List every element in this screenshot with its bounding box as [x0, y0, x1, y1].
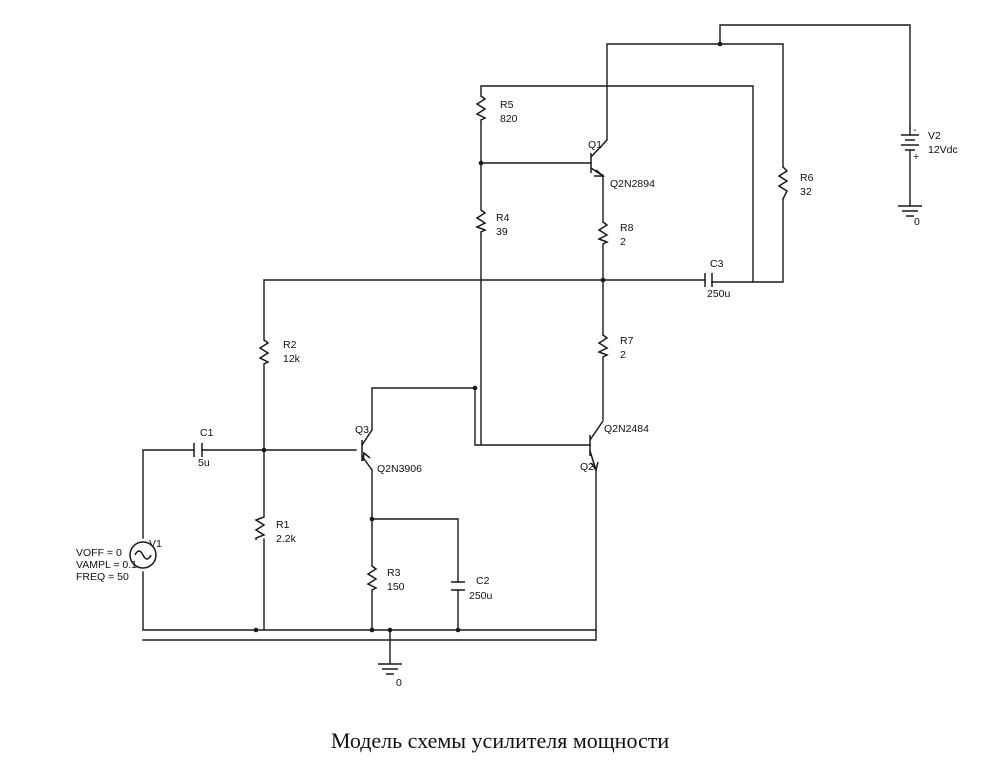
transistor-collector-lead — [590, 139, 608, 158]
junction-dot — [369, 516, 375, 522]
v1-freq: FREQ = 50 — [76, 571, 129, 583]
junctions — [253, 41, 723, 633]
c1-value: 5u — [198, 457, 210, 469]
v2-value: 12Vdc — [928, 144, 958, 156]
r2-ref: R2 — [283, 339, 297, 351]
resistor-r5: R5 820 — [475, 95, 518, 125]
r8-ref: R8 — [620, 222, 634, 234]
junction-dot — [600, 277, 606, 283]
wire-c3-left — [263, 279, 706, 341]
resistor-r2: R2 12k — [258, 339, 301, 365]
junction-dot — [369, 627, 375, 633]
v1-vampl: VAMPL = 0.1 — [76, 559, 137, 571]
q3-ref: Q3 — [355, 424, 369, 436]
capacitor-c2: C2 250u — [451, 575, 493, 602]
capacitor-c1: C1 5u — [193, 427, 214, 469]
r1-ref: R1 — [276, 519, 290, 531]
wire-q2-collector — [142, 469, 597, 641]
r3-value: 150 — [387, 581, 405, 593]
resistor-symbol — [597, 334, 609, 358]
resistor-r1: R1 2.2k — [254, 516, 297, 545]
resistor-symbol — [777, 166, 789, 200]
sine-wave-icon — [134, 550, 152, 560]
resistor-symbol — [258, 339, 270, 365]
source-v2: - + V2 12Vdc — [901, 124, 958, 163]
r4-ref: R4 — [496, 212, 510, 224]
ground-main: 0 — [378, 663, 402, 689]
resistor-symbol — [366, 565, 378, 591]
v1-voff: VOFF = 0 — [76, 547, 122, 559]
wire-r5-top — [480, 85, 754, 283]
wire-c1-in — [142, 449, 195, 539]
c1-ref: C1 — [200, 427, 214, 439]
wire-q1-collector-rail — [606, 43, 784, 168]
r6-value: 32 — [800, 186, 812, 198]
r7-ref: R7 — [620, 335, 634, 347]
resistor-symbol — [597, 221, 609, 245]
q2-ref: Q2 — [580, 461, 594, 473]
transistor-collector-lead — [361, 429, 373, 446]
wire-v1-gnd — [142, 571, 597, 631]
resistor-symbol — [475, 209, 487, 233]
transistor-q3: Q3 Q2N3906 — [355, 424, 422, 475]
wire-v2-top — [719, 24, 911, 129]
resistor-symbol — [254, 516, 266, 540]
r7-value: 2 — [620, 349, 626, 361]
resistor-r6: R6 32 — [777, 166, 814, 200]
r4-value: 39 — [496, 226, 508, 238]
wire-c2-top — [371, 518, 459, 583]
junction-dot — [472, 385, 478, 391]
r6-ref: R6 — [800, 172, 814, 184]
c2-ref: C2 — [476, 575, 490, 587]
junction-dot — [387, 627, 393, 633]
q1-ref: Q1 — [588, 139, 602, 151]
wire-r6-bottom — [711, 198, 784, 283]
c2-value: 250u — [469, 590, 493, 602]
ground-supply: 0 — [898, 205, 922, 228]
q2-model: Q2N2484 — [604, 423, 649, 435]
junction-dot — [253, 627, 259, 633]
v2-minus: - — [913, 124, 917, 136]
transistor-emitter-lead — [589, 450, 597, 471]
resistor-symbol — [475, 95, 487, 121]
junction-dot — [455, 627, 461, 633]
q3-model: Q2N3906 — [377, 463, 422, 475]
r5-value: 820 — [500, 113, 518, 125]
transistor-q2: Q2N2484 Q2 — [580, 420, 649, 473]
capacitor-c3: C3 250u — [704, 258, 731, 300]
r1-value: 2.2k — [276, 533, 297, 545]
r8-value: 2 — [620, 236, 626, 248]
source-v1: V1 VOFF = 0 VAMPL = 0.1 FREQ = 50 — [76, 538, 162, 583]
emitter-arrow-icon — [362, 451, 371, 462]
resistor-r8: R8 2 — [597, 221, 634, 248]
r2-value: 12k — [283, 353, 301, 365]
wire-q3-q2-base — [474, 387, 591, 446]
c3-value: 250u — [707, 288, 731, 300]
wire-q3-collector — [371, 387, 476, 431]
resistor-r3: R3 150 — [366, 565, 405, 593]
wires — [142, 24, 911, 665]
junction-dot — [478, 160, 484, 166]
resistor-r4: R4 39 — [475, 209, 510, 238]
v2-plus: + — [913, 151, 919, 163]
resistor-r7: R7 2 — [597, 334, 634, 361]
junction-dot — [261, 447, 267, 453]
junction-dot — [717, 41, 723, 47]
figure-caption: Модель схемы усилителя мощности — [330, 728, 670, 753]
r3-ref: R3 — [387, 567, 401, 579]
ground-main-label: 0 — [396, 677, 402, 689]
v2-ref: V2 — [928, 130, 941, 142]
v1-ref: V1 — [149, 538, 162, 550]
transistor-collector-lead — [589, 420, 604, 441]
ground-supply-label: 0 — [914, 216, 920, 228]
c3-ref: C3 — [710, 258, 724, 270]
transistor-q1: Q1 Q2N2894 — [588, 139, 655, 190]
emitter-arrow-icon — [590, 461, 599, 472]
emitter-arrow-icon — [594, 169, 606, 177]
ac-source-icon — [129, 541, 157, 569]
r5-ref: R5 — [500, 99, 514, 111]
q1-model: Q2N2894 — [610, 178, 655, 190]
